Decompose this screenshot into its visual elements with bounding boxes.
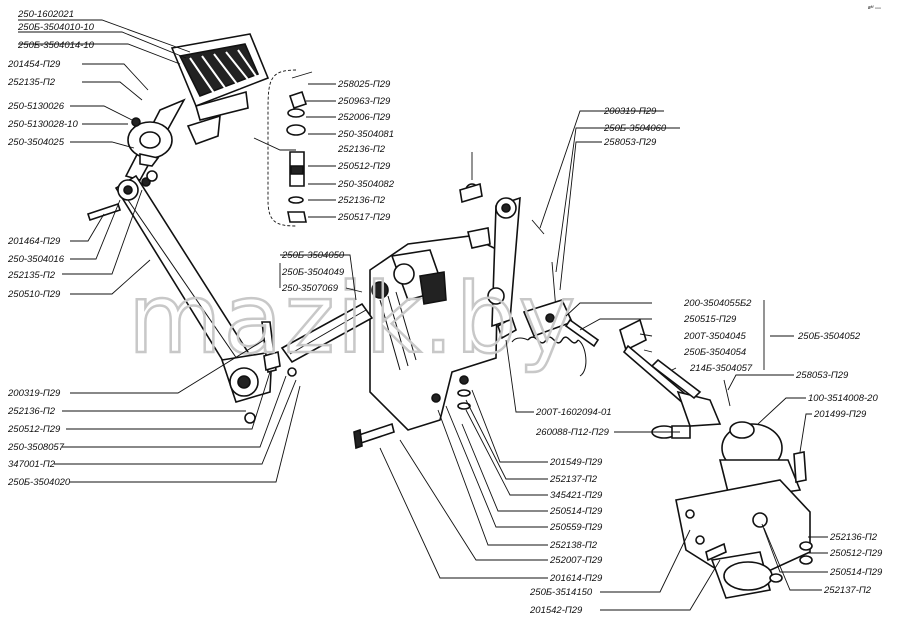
label-252137-p2-br: 252137-П2 <box>823 585 872 596</box>
label-250510-p29: 250510-П29 <box>7 289 61 300</box>
upper-lever <box>487 196 557 328</box>
label-100-3514008-20: 100-3514008-20 <box>808 393 878 404</box>
label-250512-p29-left: 250512-П29 <box>7 424 61 435</box>
label-200t-1602094-01: 200Т-1602094-01 <box>535 407 612 418</box>
part-labels: 250-1602021 250Б-3504010-10 250Б-3504014… <box>7 9 883 616</box>
label-200-3504055b2: 200-3504055Б2 <box>683 298 752 309</box>
label-252136-p2-box: 252136-П2 <box>337 144 386 155</box>
label-250b-3504050: 250Б-3504050 <box>281 250 345 261</box>
label-250963-p29: 250963-П29 <box>337 96 391 107</box>
watermark: mazik.by <box>128 263 577 375</box>
label-250b-3504049: 250Б-3504049 <box>281 267 345 278</box>
label-252136-p2-box2: 252136-П2 <box>337 195 386 206</box>
pivot-housing <box>127 117 173 167</box>
label-250b-3504010-10: 250Б-3504010-10 <box>17 22 95 33</box>
label-250b-3514150: 250Б-3514150 <box>529 587 593 598</box>
label-250b-3504052: 250Б-3504052 <box>797 331 861 342</box>
label-250-3508057: 250-3508057 <box>7 442 65 453</box>
label-250-5130026: 250-5130026 <box>7 101 65 112</box>
label-252136-p2-left: 252136-П2 <box>7 406 56 417</box>
label-250-3504081: 250-3504081 <box>337 129 394 140</box>
label-250514-p29-mid: 250514-П29 <box>549 506 603 517</box>
label-258053-p29-right: 258053-П29 <box>795 370 849 381</box>
label-250-1602021: 250-1602021 <box>17 9 74 20</box>
label-250514-p29-br: 250514-П29 <box>829 567 883 578</box>
label-252135-p2-mid: 252135-П2 <box>7 270 56 281</box>
pedal-bracket <box>369 227 499 431</box>
label-250515-p29: 250515-П29 <box>683 314 737 325</box>
label-201614-p29: 201614-П29 <box>549 573 603 584</box>
label-201499-p29: 201499-П29 <box>813 409 867 420</box>
label-252135-p2-top: 252135-П2 <box>7 77 56 88</box>
label-252007-p29: 252007-П29 <box>549 555 603 566</box>
label-258053-p29-top: 258053-П29 <box>603 137 657 148</box>
label-214b-3504057: 214Б-3504057 <box>689 363 753 374</box>
label-201464-p29: 201464-П29 <box>7 236 61 247</box>
label-347001-p2: 347001-П2 <box>8 459 56 470</box>
brake-pedal-pad <box>170 33 270 121</box>
label-201454-p29: 201454-П29 <box>7 59 61 70</box>
label-250559-p29: 250559-П29 <box>549 522 603 533</box>
label-250-3504082: 250-3504082 <box>337 179 395 190</box>
label-252138-p2: 252138-П2 <box>549 540 598 551</box>
label-258025-p29: 258025-П29 <box>337 79 391 90</box>
label-250-3504025: 250-3504025 <box>7 137 65 148</box>
label-250-5130028-10: 250-5130028-10 <box>7 119 78 130</box>
label-200t-3504045: 200Т-3504045 <box>683 331 747 342</box>
label-250512-p29-br: 250512-П29 <box>829 548 883 559</box>
label-250b-3504014-10: 250Б-3504014-10 <box>17 40 95 51</box>
pedal-shaft <box>280 302 374 364</box>
fastener-stack-box <box>267 69 313 227</box>
label-252137-p2-mid: 252137-П2 <box>549 474 598 485</box>
label-252136-p2-br: 252136-П2 <box>829 532 878 543</box>
label-201542-p29: 201542-П29 <box>529 605 583 616</box>
label-250b-3504020: 250Б-3504020 <box>7 477 71 488</box>
label-250b-3504054: 250Б-3504054 <box>683 347 746 358</box>
fasteners-left <box>86 170 297 424</box>
return-spring <box>511 336 587 377</box>
label-250b-3504060: 250Б-3504060 <box>603 123 667 134</box>
label-260088-p12-p29: 260088-П12-П29 <box>535 427 610 438</box>
clevis-rod-assembly <box>522 299 731 427</box>
leader-lines <box>18 19 828 611</box>
label-250512-p29-box: 250512-П29 <box>337 161 391 172</box>
label-250517-p29: 250517-П29 <box>337 212 391 223</box>
bracket-bolts <box>353 375 471 450</box>
label-200319-p29-left: 200319-П29 <box>7 388 61 399</box>
label-201549-p29: 201549-П29 <box>549 457 603 468</box>
label-250-3507069: 250-3507069 <box>281 283 339 294</box>
label-200319-p29-right: 200319-П29 <box>603 106 657 117</box>
corner-note: ʙᴹ ₙₙₙ <box>868 5 882 11</box>
lower-lever <box>220 321 277 403</box>
label-250-3504016: 250-3504016 <box>7 254 65 265</box>
label-345421-p29: 345421-П29 <box>550 490 603 501</box>
label-252006-p29: 252006-П29 <box>337 112 391 123</box>
